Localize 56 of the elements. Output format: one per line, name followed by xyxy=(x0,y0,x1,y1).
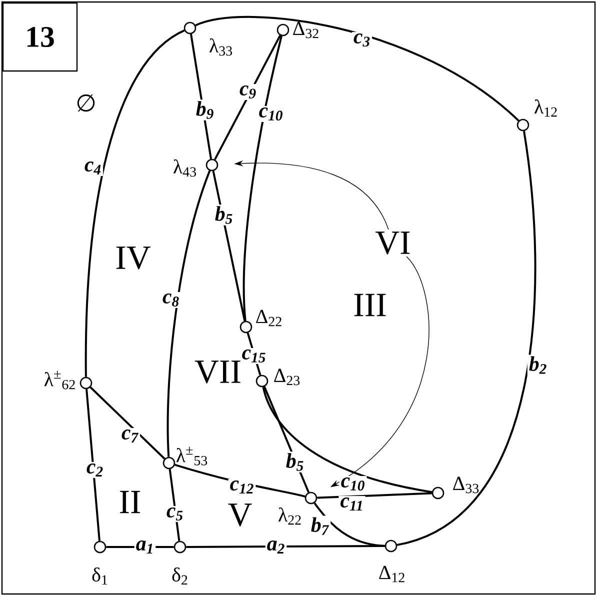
vertex-label: λ$_{12}$ xyxy=(534,99,557,117)
edge-label: b$_{5}$ xyxy=(213,204,235,226)
vertex-label: λ$_{33}$ xyxy=(209,38,232,56)
edge-label: c$_{15}$ xyxy=(240,348,268,364)
edge-label: c$_{5}$ xyxy=(164,506,186,522)
vertex-label: Δ$_{23}$ xyxy=(274,368,300,386)
curve xyxy=(214,34,282,160)
curve xyxy=(86,389,100,541)
vertex-label: Δ$_{33}$ xyxy=(453,476,479,494)
curve xyxy=(195,16,520,122)
vertex-label: δ$_{1}$ xyxy=(92,568,108,585)
curve xyxy=(262,386,432,494)
region-label: IV xyxy=(116,246,150,270)
edge-label: c$_{12}$ xyxy=(228,479,256,495)
curve xyxy=(168,468,180,542)
curve xyxy=(190,34,212,160)
vertex-label: λ$_{43}$ xyxy=(173,159,196,177)
edge-label: c$_{4}$ xyxy=(82,160,104,176)
region-label: II xyxy=(120,490,140,514)
curve xyxy=(90,386,166,460)
curve xyxy=(84,30,185,377)
curve xyxy=(314,502,385,547)
vertex-label: λ$_{22}$ xyxy=(278,507,301,525)
region-label: VI xyxy=(376,232,410,254)
edge-label: c$_{9}$ xyxy=(238,84,258,100)
edge-label: c$_{11}$ xyxy=(338,496,366,512)
edge-label: b$_{5}$ xyxy=(284,452,306,472)
region-label: VII xyxy=(194,360,240,384)
curve xyxy=(166,170,211,457)
edge-label: b$_{9}$ xyxy=(194,100,216,120)
region-label: V xyxy=(228,504,252,526)
curve xyxy=(317,492,432,499)
curve xyxy=(242,36,282,321)
edge-label: b$_{2}$ xyxy=(527,354,549,376)
edge-label: a$_{2}$ xyxy=(265,539,287,555)
edge-label: c$_{3}$ xyxy=(352,32,372,48)
edge-label: c$_{10}$ xyxy=(339,476,367,492)
region-label: ∅ xyxy=(77,94,95,112)
region-label: III xyxy=(354,294,386,316)
edge-label: a$_{1}$ xyxy=(134,539,156,555)
edge-label: c$_{7}$ xyxy=(120,428,140,444)
vertex-label: Δ$_{32}$ xyxy=(293,22,318,38)
edge-label: c$_{8}$ xyxy=(160,292,182,308)
number-box: 13 xyxy=(2,2,78,72)
curve xyxy=(396,130,536,546)
curve xyxy=(263,386,310,493)
edge-label: b$_{7}$ xyxy=(309,516,331,536)
curve xyxy=(212,170,246,322)
vertex-label: Δ$_{22}$ xyxy=(256,310,282,326)
vertex-label: λ$^{±}$53 xyxy=(176,446,208,466)
curve xyxy=(186,545,385,548)
vertex-label: Δ$_{12}$ xyxy=(379,566,404,582)
vertex-label: λ$^{±}$62 xyxy=(44,370,75,390)
vertex-label: δ$_{2}$ xyxy=(172,568,188,585)
edge-label: c$_{10}$ xyxy=(257,106,285,122)
edge-label: c$_{2}$ xyxy=(84,462,106,478)
